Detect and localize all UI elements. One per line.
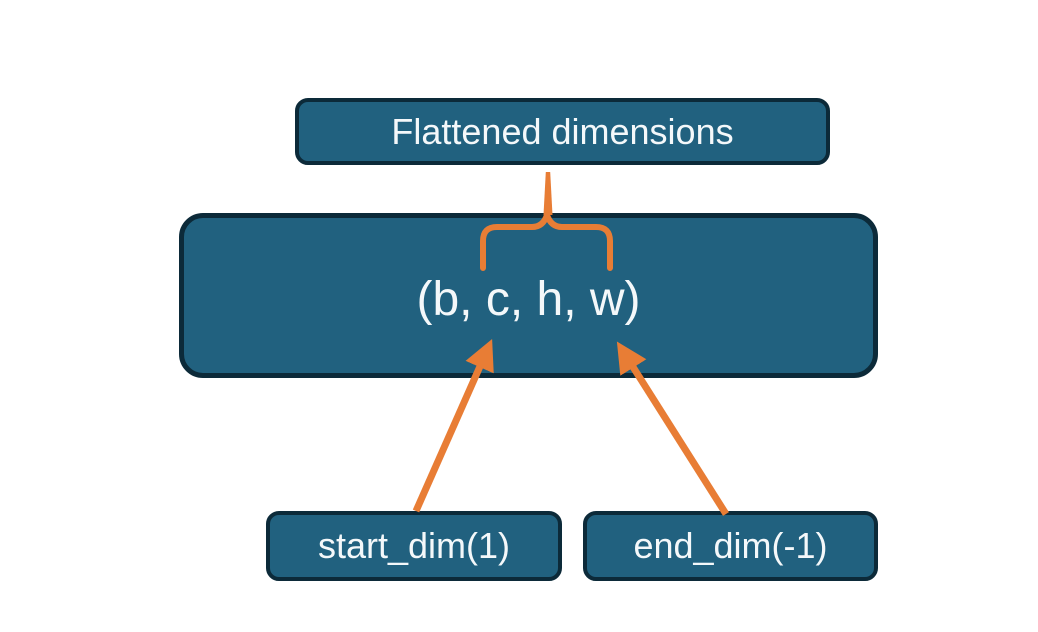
tensor-shape-label: (b, c, h, w) <box>416 273 641 326</box>
start-dim-label: start_dim(1) <box>317 525 511 566</box>
end-dim-label: end_dim(-1) <box>633 525 828 566</box>
start-dim-box: start_dim(1) <box>266 511 562 581</box>
flattened-dimensions-box: Flattened dimensions <box>295 98 830 165</box>
end-dim-box: end_dim(-1) <box>583 511 878 581</box>
flattened-dimensions-label: Flattened dimensions <box>391 110 734 152</box>
title-connector-line <box>543 172 553 215</box>
tensor-shape-box: (b, c, h, w) <box>179 213 878 378</box>
